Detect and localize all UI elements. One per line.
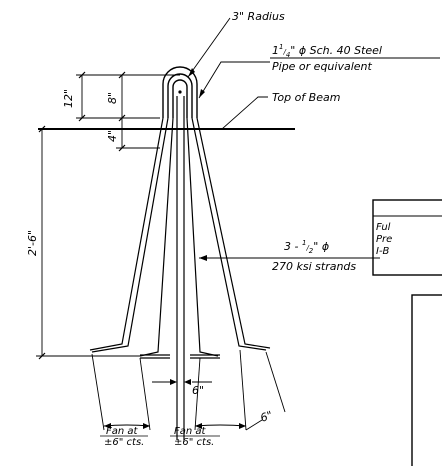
lower-right-box [411, 294, 442, 466]
dim-12in: 12" [62, 89, 75, 108]
fan-dimension-lines [91, 349, 286, 431]
dim-4in: 4" [106, 130, 119, 142]
fan-right-line2: ±6" cts. [174, 437, 214, 448]
dim-6in-right: 6" [259, 408, 275, 424]
pipe-label-line2: Pipe or equivalent [272, 60, 373, 73]
center-6in-arrows [170, 379, 191, 385]
steel-pipe [176, 96, 185, 440]
radius-label: 3" Radius [232, 10, 285, 23]
top-of-beam-label: Top of Beam [272, 91, 340, 104]
strand-loop [162, 66, 198, 118]
strands-label-line2: 270 ksi strands [272, 260, 356, 273]
dim-8in: 8" [106, 92, 119, 104]
right-strand-group [186, 117, 271, 357]
leader-lines [187, 17, 271, 259]
side-box-line1: Ful [376, 222, 391, 233]
fan-right-line1: Fan at [174, 426, 207, 437]
strands-label-line1: 3 - 1/2" ϕ [284, 239, 329, 255]
fan-left-line2: ±6" cts. [104, 437, 144, 448]
leader-arrowheads [188, 68, 207, 261]
dim-6in-center: 6" [192, 384, 204, 397]
fan-arrows [104, 423, 246, 429]
pipe-label-line1: 11/4" ϕ Sch. 40 Steel [272, 43, 382, 59]
side-box-line3: I-B [376, 246, 390, 257]
side-box-line2: Pre [376, 234, 392, 245]
strand-feet [140, 354, 220, 359]
fan-left-line1: Fan at [106, 426, 139, 437]
pipe-end-mark [178, 90, 182, 94]
left-strand-group [89, 117, 174, 357]
dimension-ticks [38, 71, 126, 360]
dim-2ft-6in: 2'-6" [26, 230, 39, 256]
side-note-box [372, 199, 442, 276]
vertical-dimensions [36, 74, 180, 357]
